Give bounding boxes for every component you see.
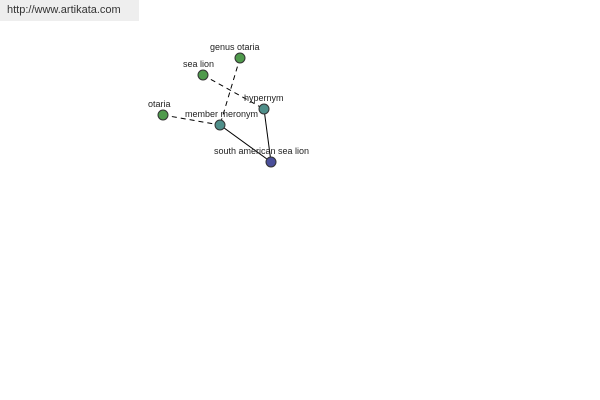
edge-member-meronym-center (219, 124, 272, 163)
node-hypernym[interactable]: hypernym (244, 93, 284, 115)
node-member-meronym-dot[interactable] (214, 119, 226, 131)
edge-otaria-member-meronym (162, 114, 221, 126)
node-otaria-dot[interactable] (157, 109, 169, 121)
node-south-american-sea-lion[interactable]: south american sea lion (214, 146, 309, 168)
node-otaria[interactable]: otaria (148, 99, 171, 121)
node-member-meronym-label[interactable]: member meronym (185, 109, 258, 119)
node-south-american-sea-lion-dot[interactable] (265, 156, 277, 168)
edge-genus-otaria-member-meronym (219, 57, 241, 126)
node-hypernym-dot[interactable] (258, 103, 270, 115)
node-genus-otaria-label[interactable]: genus otaria (210, 42, 260, 52)
edge-hypernym-center (263, 108, 272, 163)
node-hypernym-label[interactable]: hypernym (244, 93, 284, 103)
node-otaria-label[interactable]: otaria (148, 99, 171, 109)
edge-sea-lion-hypernym (202, 74, 265, 110)
site-url-banner[interactable]: http://www.artikata.com (0, 0, 139, 21)
node-sea-lion-dot[interactable] (197, 69, 209, 81)
node-genus-otaria[interactable]: genus otaria (210, 42, 260, 64)
node-south-american-sea-lion-label[interactable]: south american sea lion (214, 146, 309, 156)
node-sea-lion[interactable]: sea lion (183, 59, 214, 81)
node-genus-otaria-dot[interactable] (234, 52, 246, 64)
node-member-meronym[interactable]: member meronym (185, 109, 258, 131)
node-sea-lion-label[interactable]: sea lion (183, 59, 214, 69)
